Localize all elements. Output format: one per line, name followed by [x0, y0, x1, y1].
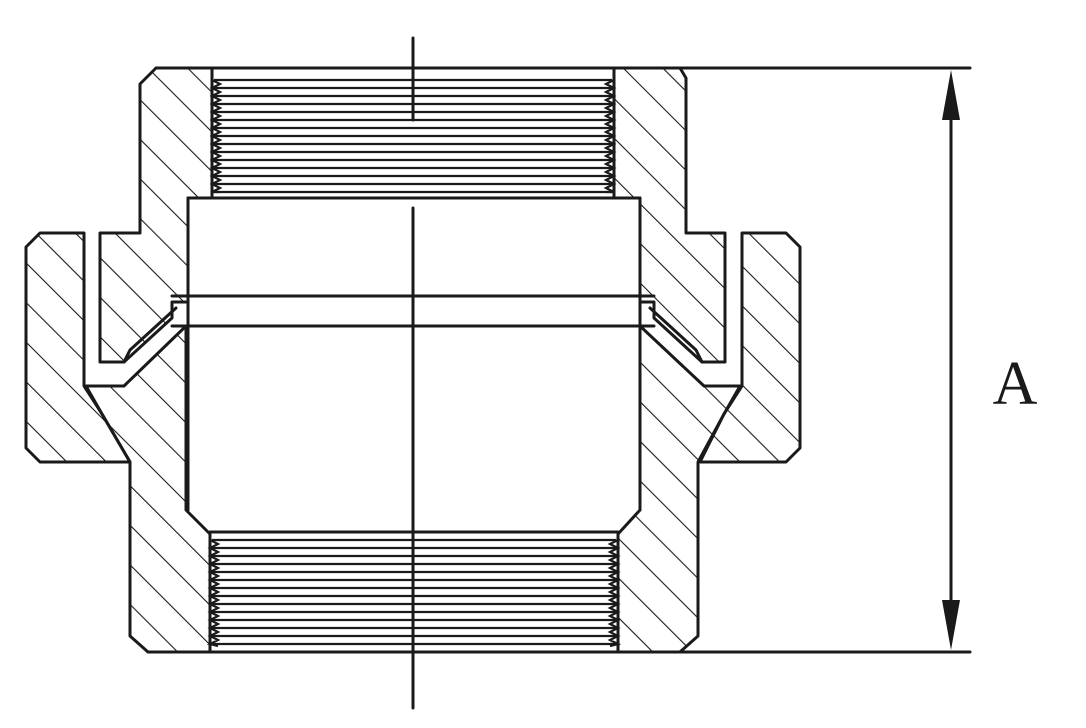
lower-internal-thread [206, 538, 622, 648]
dimension-arrow-top [942, 70, 960, 120]
thread-flank-right [603, 79, 617, 194]
seat-gap-right [648, 306, 704, 364]
thread-flank-left [209, 79, 223, 194]
upper-internal-thread [209, 78, 617, 194]
thread-flank-left [206, 539, 221, 648]
upper-body-left-section [98, 66, 214, 364]
dimension-arrow-bottom [942, 600, 960, 650]
lower-body-right-section [616, 324, 742, 654]
thread-flank-right [607, 539, 622, 648]
upper-body-right-section [612, 66, 727, 364]
dimension-label: A [993, 350, 1038, 418]
seat-gap-left [122, 306, 178, 364]
lower-body-left-section [84, 324, 212, 654]
